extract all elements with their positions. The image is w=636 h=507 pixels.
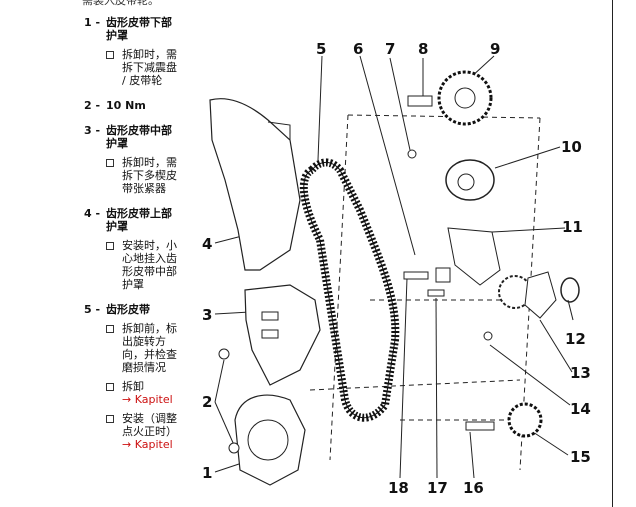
item-note: 安装（调整点火正时）: [122, 412, 177, 438]
item-title: 齿形皮带下部护罩: [106, 16, 172, 42]
kapitel-link[interactable]: → Kapitel: [122, 393, 173, 406]
callout-2: 2: [202, 393, 212, 411]
callout-1: 1: [202, 464, 212, 482]
top-partial-text: 需装入皮带轮。: [82, 0, 159, 7]
callout-7: 7: [385, 40, 395, 58]
callout-3: 3: [202, 306, 212, 324]
item-note: 拆卸时，需拆下多楔皮带张紧器: [122, 156, 177, 195]
item-title: 齿形皮带上部护罩: [106, 207, 172, 233]
parts-item: 2 - 10 Nm: [84, 99, 178, 112]
item-number: 4 -: [84, 207, 101, 220]
item-note: 拆卸前，标出旋转方向，并检查磨损情况: [122, 322, 177, 374]
item-number: 3 -: [84, 124, 101, 137]
callout-8: 8: [418, 40, 428, 58]
callout-12: 12: [565, 330, 586, 348]
bullet-box-icon: [106, 159, 114, 167]
callout-5: 5: [316, 40, 326, 58]
callout-10: 10: [561, 138, 582, 156]
bullet-box-icon: [106, 242, 114, 250]
parts-list: 1 - 齿形皮带下部护罩 拆卸时，需拆下减震盘 / 皮带轮 2 - 10 Nm 3 …: [84, 16, 178, 451]
callout-11: 11: [562, 218, 583, 236]
callout-4: 4: [202, 235, 212, 253]
callout-9: 9: [490, 40, 500, 58]
callout-14: 14: [570, 400, 591, 418]
item-title: 齿形皮带中部护罩: [106, 124, 172, 150]
item-note: 安装时，小心地挂入齿形皮带中部护罩: [122, 239, 177, 291]
item-number: 5 -: [84, 303, 101, 316]
item-number: 2 -: [84, 99, 101, 112]
kapitel-link[interactable]: → Kapitel: [122, 438, 173, 451]
item-title: 齿形皮带: [106, 303, 150, 316]
item-title: 10 Nm: [106, 99, 146, 112]
parts-item: 5 -齿形皮带 拆卸前，标出旋转方向，并检查磨损情况 拆卸→ Kapitel 安…: [84, 303, 178, 451]
bullet-box-icon: [106, 415, 114, 423]
parts-item: 1 - 齿形皮带下部护罩 拆卸时，需拆下减震盘 / 皮带轮: [84, 16, 178, 87]
callout-15: 15: [570, 448, 591, 466]
bullet-box-icon: [106, 325, 114, 333]
page-right-border: [612, 0, 613, 507]
parts-item: 4 - 齿形皮带上部护罩 安装时，小心地挂入齿形皮带中部护罩: [84, 207, 178, 291]
callout-6: 6: [353, 40, 363, 58]
bullet-box-icon: [106, 51, 114, 59]
parts-item: 3 - 齿形皮带中部护罩 拆卸时，需拆下多楔皮带张紧器: [84, 124, 178, 195]
item-note: 拆卸时，需拆下减震盘 / 皮带轮: [122, 48, 177, 87]
callout-18: 18: [388, 479, 409, 497]
item-number: 1 -: [84, 16, 101, 29]
bullet-box-icon: [106, 383, 114, 391]
callout-16: 16: [463, 479, 484, 497]
callout-17: 17: [427, 479, 448, 497]
callout-13: 13: [570, 364, 591, 382]
item-note: 拆卸: [122, 380, 144, 393]
